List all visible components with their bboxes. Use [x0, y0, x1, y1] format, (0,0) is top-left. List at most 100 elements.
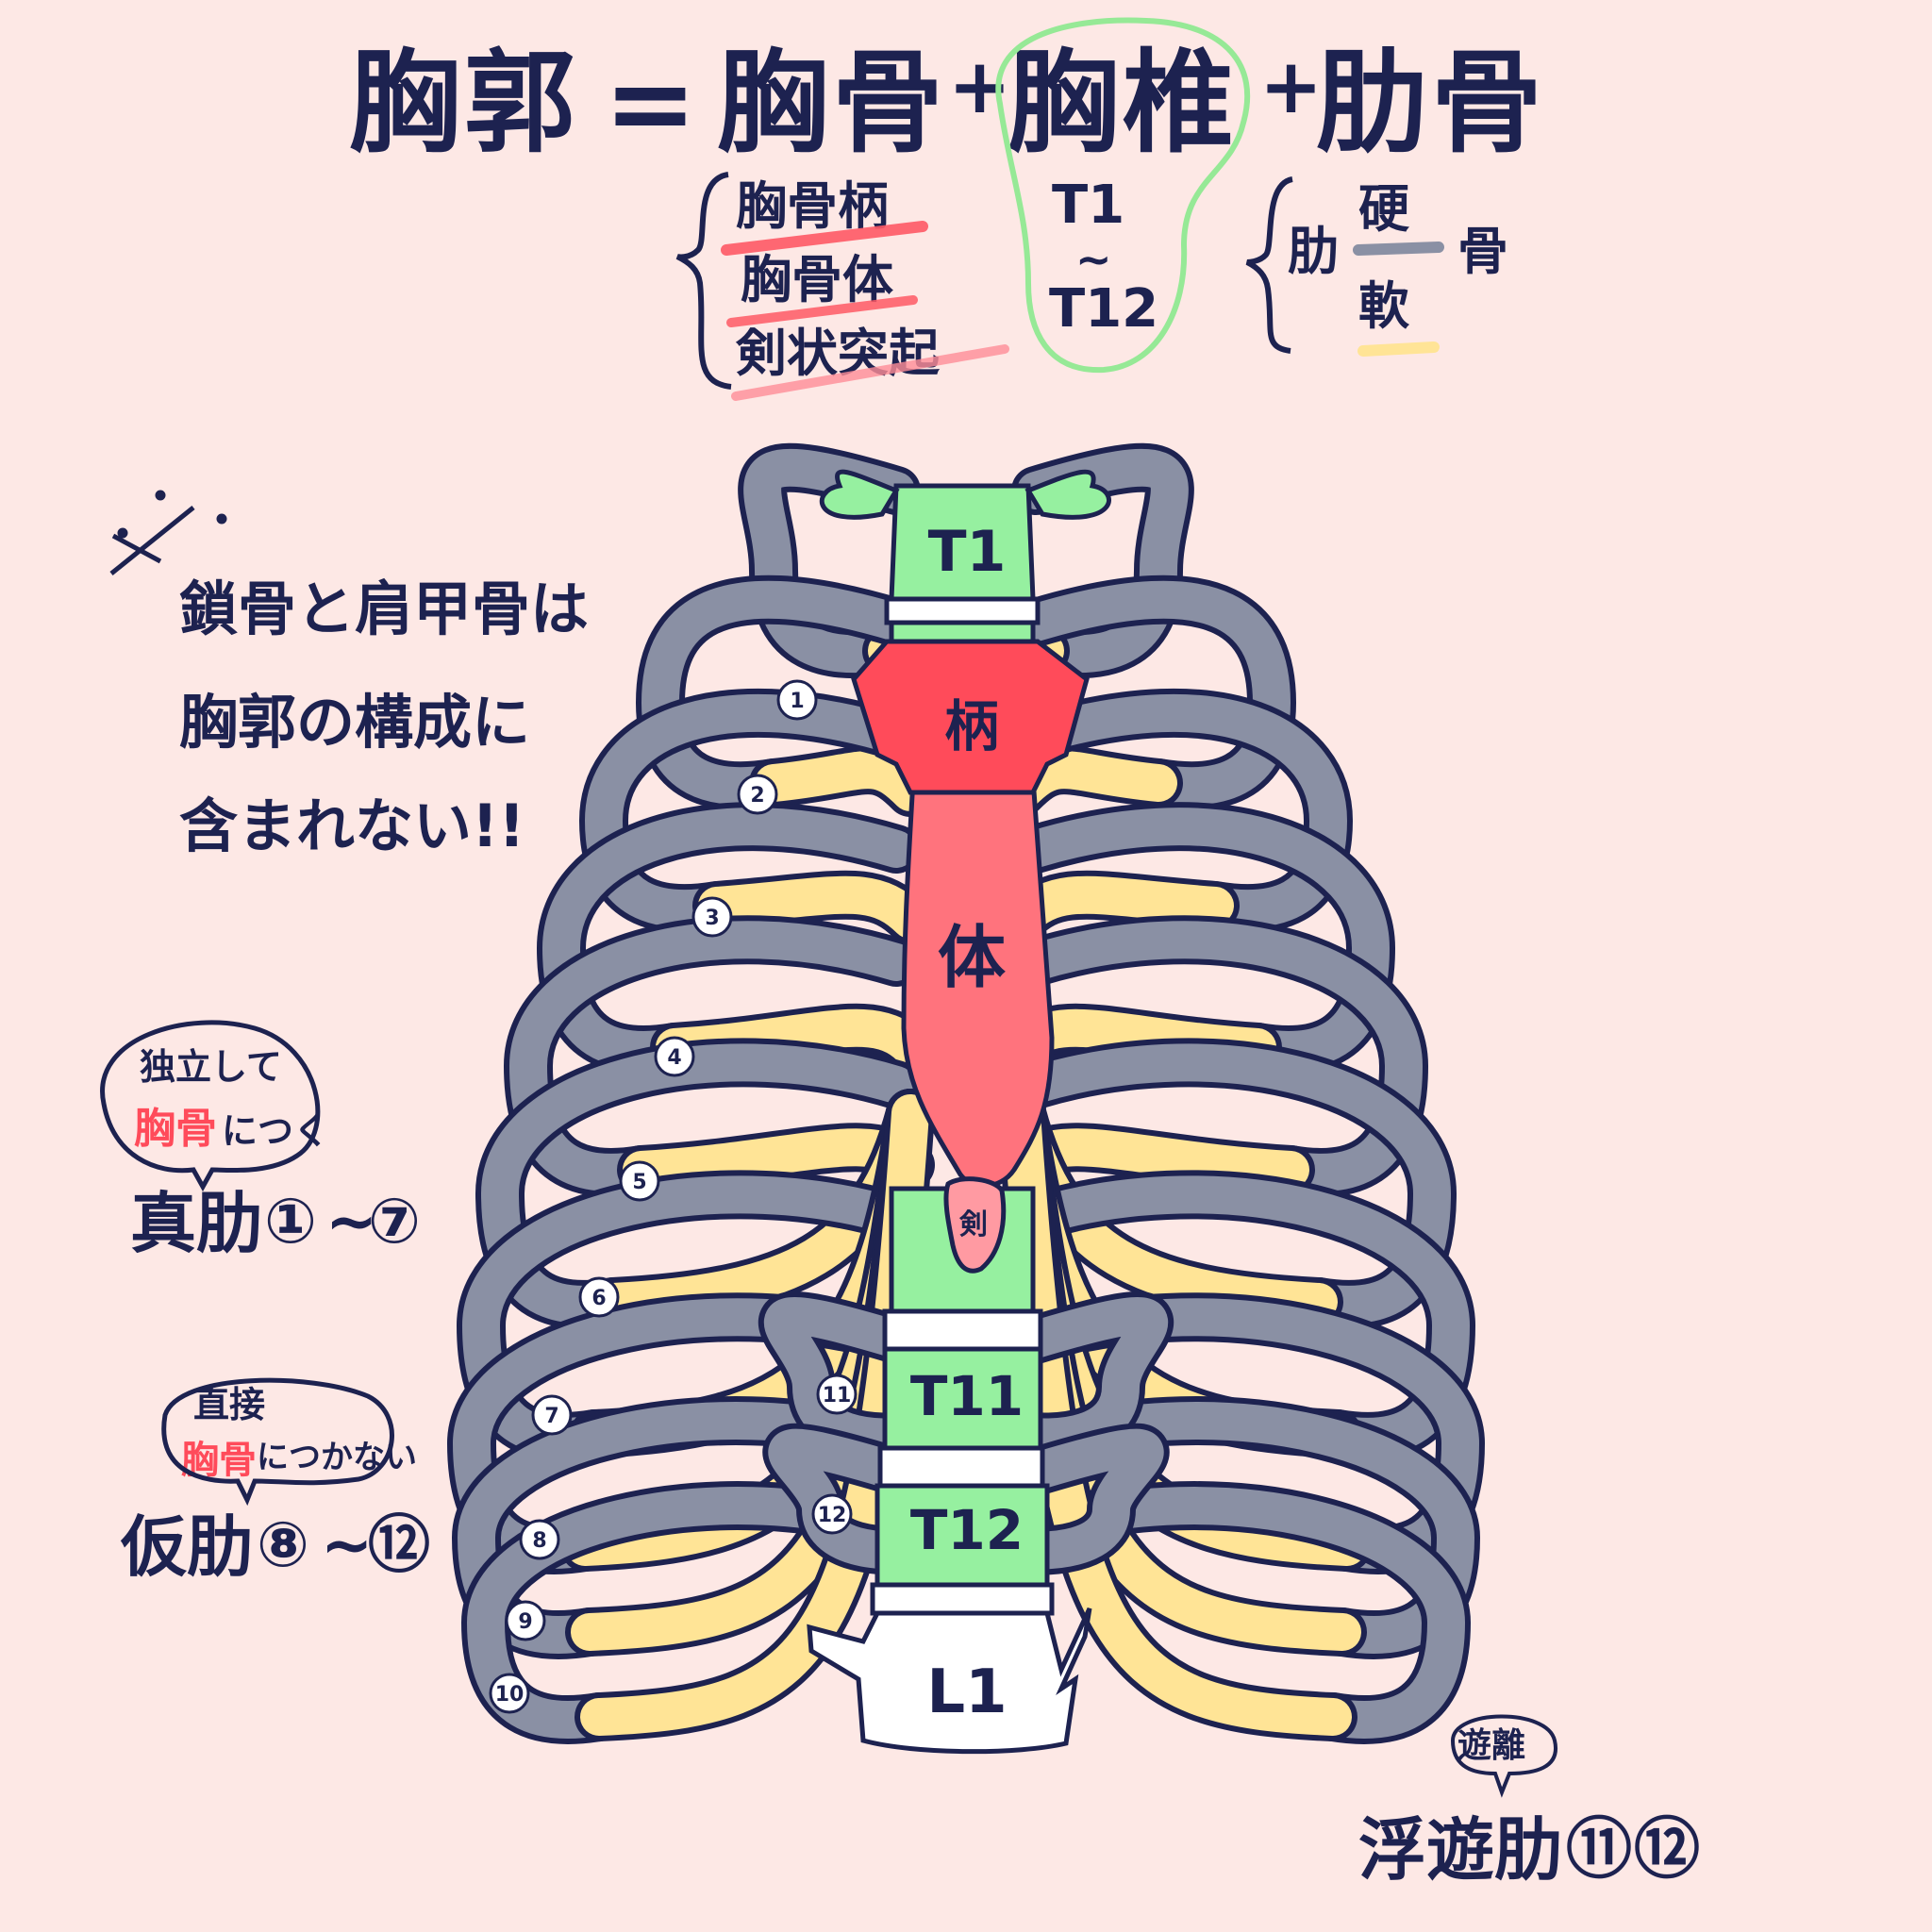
rib-number-badge [531, 1394, 573, 1436]
rib-bone [641, 580, 915, 806]
disc-t12 [870, 1582, 1055, 1616]
true-ribs-range-tilde: ~ [325, 1185, 378, 1257]
floating-ribs-bubble: 遊離 [1457, 1726, 1526, 1765]
sternum-manubrium [851, 639, 1090, 795]
vertebra-label: T1 [928, 519, 1007, 585]
rib-number-badge [776, 679, 818, 721]
false-ribs-bubble [161, 1377, 394, 1507]
xiphoid-process [943, 1176, 1007, 1274]
rib-number-badge [519, 1519, 560, 1560]
rib-bone [768, 1428, 953, 1570]
sternum-part-manubrium: 胸骨柄 [736, 176, 889, 236]
rib-number: 6 [591, 1287, 606, 1310]
rib-bone [989, 1296, 1168, 1457]
vertebra-range-tilde: ~ [1075, 234, 1112, 285]
vertebra-t12 [874, 1483, 1050, 1588]
rib-number: 2 [750, 784, 764, 808]
vertebra-range-to: T12 [1049, 278, 1159, 340]
vertebra-label: T11 [910, 1364, 1024, 1428]
sternum [851, 639, 1090, 1274]
rib-bone [480, 1043, 915, 1324]
vertebra-t11 [882, 1346, 1043, 1451]
rib-number: 1 [790, 690, 804, 713]
floating-ribs-range-12: ⑫ [1634, 1810, 1700, 1888]
rib-number-badge [811, 1493, 853, 1535]
disc-t1 [884, 596, 1041, 625]
rib-number-badge [578, 1276, 620, 1318]
rib-number-badge [654, 1036, 695, 1077]
sternum-part-body: 胸骨体 [741, 250, 893, 309]
rib-number: 11 [823, 1384, 852, 1407]
costal-cartilage [698, 875, 929, 939]
rib-number-badge [505, 1600, 546, 1641]
sternum-label: 剣 [958, 1208, 988, 1241]
sternum-label: 体 [938, 918, 1006, 997]
rib-bone [461, 1175, 915, 1456]
true-ribs-range-start: ① [264, 1185, 317, 1257]
t1-spinous-left [819, 469, 900, 520]
rib-bone [743, 448, 915, 674]
rib-number: 3 [705, 907, 719, 930]
rib-number: 4 [667, 1046, 681, 1070]
rib-part-hard: 硬 [1358, 179, 1409, 239]
rib-bone [584, 693, 915, 928]
title-sternum: 胸骨 [717, 38, 948, 168]
title-thorax: 胸郭 [349, 38, 580, 168]
rib-bone [508, 921, 915, 1191]
rib-bone [1017, 921, 1424, 1191]
note-line-1: 鎖骨と肩甲骨は [179, 575, 590, 643]
rib-bone [1017, 1402, 1475, 1655]
rib-number: 5 [632, 1171, 646, 1194]
vertebra-range-from: T1 [1052, 175, 1125, 236]
rib-bone [1017, 448, 1189, 674]
title-equals: = [604, 38, 701, 168]
rib-part-soft: 軟 [1358, 276, 1409, 336]
vertebra-label: L1 [926, 1657, 1007, 1727]
t1-spinous-right [1024, 469, 1111, 520]
false-ribs-range-start: ⑧ [257, 1508, 309, 1581]
note-line-3: 含まれない!! [179, 791, 525, 860]
rib-number-badge [816, 1374, 858, 1415]
ribs-right [974, 442, 1486, 1745]
rib-number: 9 [518, 1610, 532, 1634]
underline-manubrium [721, 221, 928, 256]
rib-number-badge [489, 1673, 530, 1714]
underline-soft [1357, 341, 1440, 357]
underline-xiphoid [731, 344, 1009, 401]
floating-ribs-bubble-outline [1450, 1714, 1558, 1798]
vertebra-label: T12 [910, 1498, 1024, 1562]
rib-bone [979, 1428, 1164, 1570]
vertebrae-highlight-outline [995, 17, 1251, 374]
true-ribs-bubble-sternum: 胸骨 [134, 1105, 217, 1153]
rib-bone [764, 1296, 943, 1457]
rib-number-badge [619, 1160, 660, 1202]
rib-parts-brace [1245, 176, 1293, 354]
floating-ribs-range-11: ⑪ [1566, 1810, 1632, 1888]
sternum-parts-brace [675, 172, 732, 390]
underline-body [726, 295, 918, 327]
rib-number: 10 [495, 1683, 525, 1707]
sparkle-icon [109, 490, 227, 575]
false-ribs-label: 仮肋 [121, 1508, 253, 1586]
underline-hard [1353, 242, 1444, 256]
rib-bone [466, 1487, 915, 1740]
true-ribs-bubble-line-1: 独立して [140, 1046, 282, 1088]
false-ribs-bubble-line-1: 直接 [193, 1384, 266, 1425]
true-ribs-range-end: ⑦ [368, 1185, 421, 1257]
costal-cartilage [755, 751, 929, 811]
rib-number: 12 [818, 1504, 847, 1527]
rib-number: 8 [532, 1529, 546, 1553]
note-line-2: 胸郭の構成に [179, 688, 531, 757]
false-ribs-range-tilde: ~ [321, 1508, 374, 1581]
title-plus-2: + [1259, 42, 1327, 130]
rib-bone [1017, 808, 1391, 1070]
rib-bone [541, 808, 915, 1070]
disc-t10 [882, 1308, 1043, 1352]
true-ribs-label: 真肋 [130, 1185, 262, 1262]
rib-bone [1017, 580, 1291, 806]
rib-bone [1017, 1487, 1466, 1740]
rib-part-prefix: 肋 [1288, 222, 1339, 281]
sternum-label: 柄 [944, 694, 999, 758]
vertebra-l1 [807, 1607, 1092, 1755]
